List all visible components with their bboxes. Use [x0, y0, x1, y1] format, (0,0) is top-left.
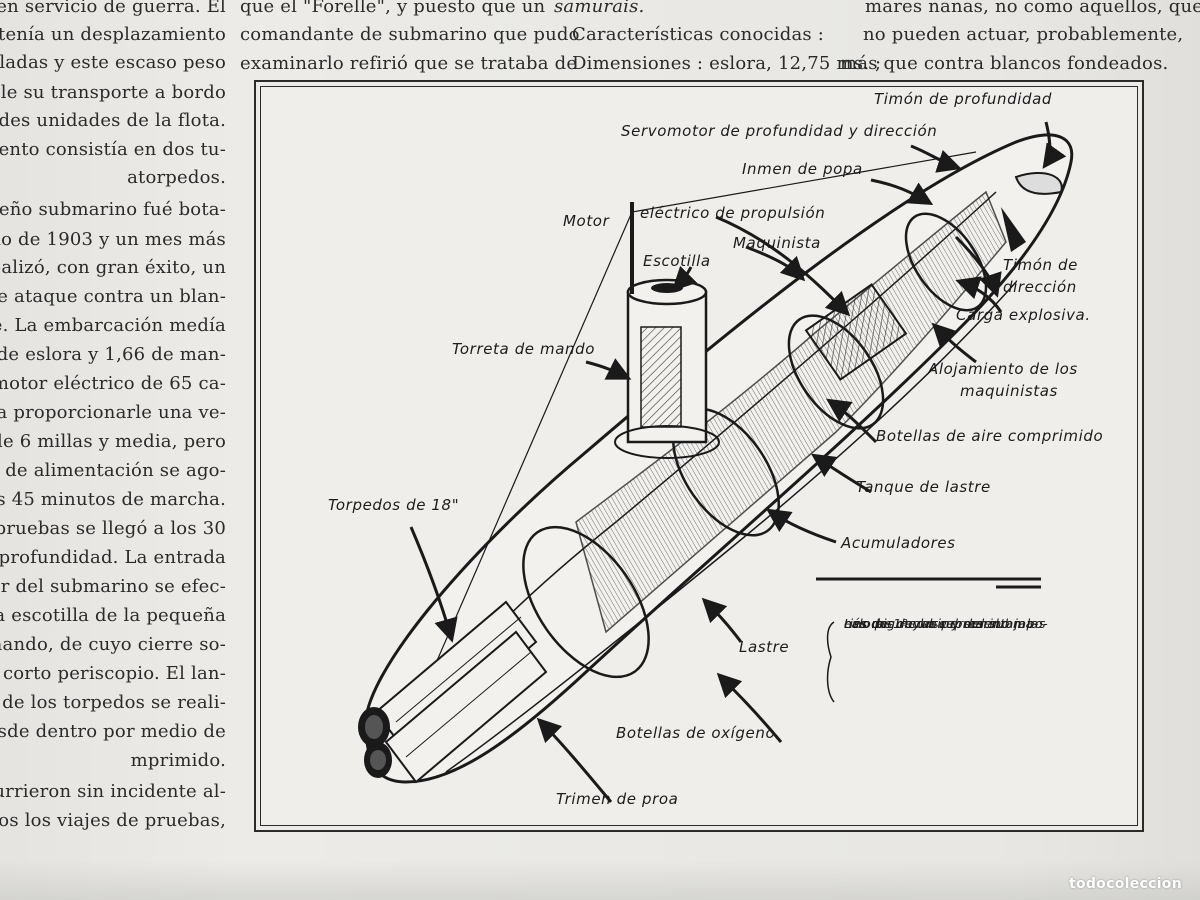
text-line: queño submarino fué bota- [0, 199, 226, 220]
label-acumuladores: Acumuladores [841, 534, 956, 552]
label-alojamiento-2: maquinistas [960, 382, 1058, 400]
label-escotilla: Escotilla [643, 252, 711, 270]
note-line: esloras de un submarino japo- [844, 616, 1049, 631]
text-line: Características conocidas : [572, 24, 825, 45]
label-lastre: Lastre [739, 638, 790, 656]
text-line: ía de alimentación se ago- [0, 460, 226, 481]
label-alojamiento: Alojamiento de los [928, 360, 1078, 378]
text-line: los 45 minutos de marcha. [0, 489, 226, 510]
note-line: rino pigmeo bipersonal. [844, 616, 1004, 631]
text-line: un corto periscopio. El lan- [0, 663, 226, 684]
text-line: mento consistía en dos tu- [0, 139, 226, 160]
text-line: de 6 millas y media, pero [0, 431, 226, 452]
text-line: en servicio de guerra. El [0, 0, 226, 17]
label-torreta: Torreta de mando [452, 340, 596, 358]
label-servomotor: Servomotor de profundidad y dirección [621, 122, 938, 140]
text-line: comandante de submarino que pudo [240, 24, 580, 45]
submarine-cutaway-figure: Timón de profundidad Servomotor de profu… [254, 80, 1144, 832]
text-line: ior del submarino se efec- [0, 576, 226, 597]
note-line: Las dos rayas representan las [844, 616, 1046, 631]
note-line: nés de 1ª clase y del subma- [844, 616, 1039, 631]
text-line: os de eslora y 1,66 de man- [0, 344, 226, 365]
text-line: te. La embarcación medía [0, 315, 226, 336]
text-line: más que contra blancos fondeados. [840, 53, 1169, 74]
text-line: o de ataque contra un blan- [0, 286, 226, 307]
label-maquinista: Maquinista [733, 234, 821, 252]
text-line: de profundidad. La entrada [0, 547, 226, 568]
torpedo-tubes [358, 600, 548, 784]
label-trimen-proa: Trimen de proa [556, 790, 679, 808]
text-line: randes unidades de la flota. [0, 110, 226, 131]
label-tanque-lastre: Tanque de lastre [856, 478, 991, 496]
label-carga-explosiva: Carga explosiva. [956, 306, 1091, 324]
text-line: Dimensiones : eslora, 12,75 ms. ; [572, 53, 882, 74]
left-text-column: en servicio de guerra. El tenía un despla… [0, 0, 230, 900]
text-line: sible su transporte a bordo [0, 82, 226, 103]
text-line: odos los viajes de pruebas, [0, 810, 226, 831]
text-line: odía proporcionarle una ve- [0, 402, 226, 423]
label-timon-direccion: Timón de [1003, 256, 1078, 274]
text-line: pruebas se llegó a los 30 [0, 518, 226, 539]
text-line: mprimido. [130, 750, 226, 771]
label-inmen-popa: Inmen de popa [742, 160, 863, 178]
text-line: motor eléctrico de 65 ca- [0, 373, 226, 394]
text-line: no pueden actuar, probablemente, [863, 24, 1184, 45]
text-line: scurrieron sin incidente al- [0, 781, 226, 802]
label-timon-direccion-2: dirección [1003, 278, 1077, 296]
label-motor: Motor [563, 212, 610, 230]
text-line: or la escotilla de la pequeña [0, 605, 226, 626]
text-line: oneladas y este escaso peso [0, 52, 226, 73]
label-botellas-aire: Botellas de aire comprimido [876, 427, 1104, 445]
text-line: to de los torpedos se reali- [0, 692, 226, 713]
text-line: e mando, de cuyo cierre so- [0, 634, 226, 655]
watermark-logo: todocoleccion [1068, 876, 1182, 892]
text-line: que el "Forelle", y puesto que un [240, 0, 546, 17]
text-line: mares nanas, no como aquellos, que [865, 0, 1200, 17]
text-line: realizó, con gran éxito, un [0, 257, 226, 278]
submarine-drawing [358, 121, 1074, 803]
label-timon-profundidad: Timón de profundidad [874, 90, 1052, 108]
text-line: samurais. [554, 0, 645, 17]
watermark-band [0, 860, 1200, 900]
label-torpedos: Torpedos de 18" [328, 496, 460, 514]
label-botellas-oxigeno: Botellas de oxígeno [616, 724, 776, 742]
text-line: atorpedos. [127, 167, 226, 188]
text-line: esde dentro por medio de [0, 721, 226, 742]
text-line: nio de 1903 y un mes más [0, 229, 226, 250]
text-line: examinarlo refirió que se trataba de [240, 53, 578, 74]
text-line: tenía un desplazamiento [0, 24, 226, 45]
label-motor-electrico: eléctrico de propulsión [640, 204, 826, 222]
